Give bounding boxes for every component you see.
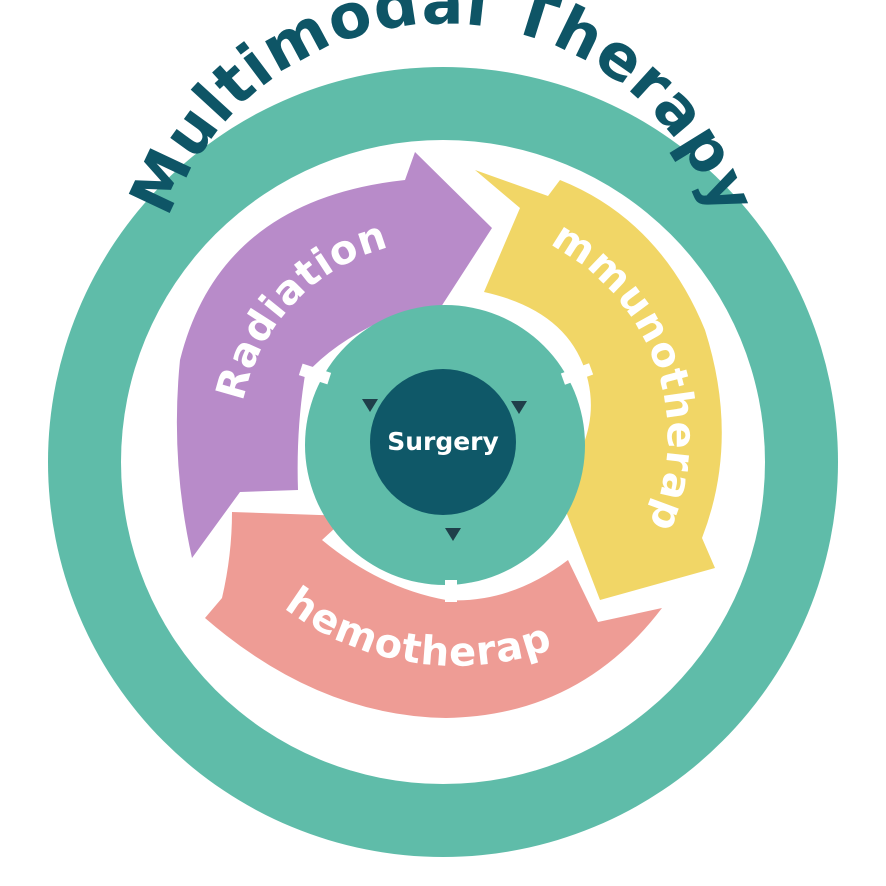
inner-ring-notch (445, 580, 457, 602)
chemotherapy-arrow (205, 512, 662, 718)
radiation-arrow (176, 152, 492, 558)
marker-triangle-icon (511, 401, 527, 414)
surgery-label: Surgery (387, 427, 499, 456)
marker-triangle-icon (362, 399, 378, 412)
inner-ring-notch (560, 363, 594, 385)
marker-triangle-icon (445, 528, 461, 541)
inner-ring-notch (298, 363, 332, 385)
immunotherapy-arrow (475, 170, 722, 600)
surgery-core (370, 369, 516, 515)
